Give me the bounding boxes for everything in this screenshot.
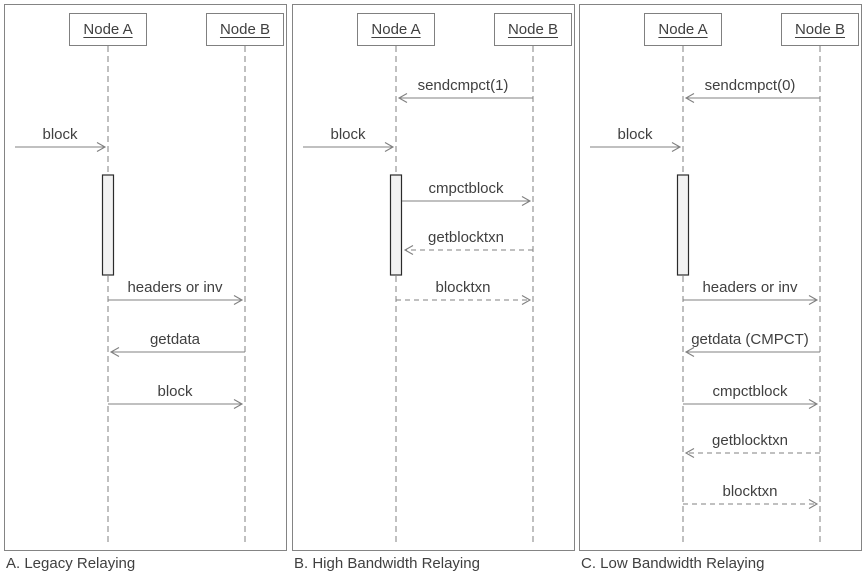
message-label: getdata (CMPCT) [691,331,809,348]
message-label: getdata [149,331,201,348]
node-label: Node A [83,21,133,38]
message-label: block [330,126,366,143]
panel-caption-b: B. High Bandwidth Relaying [294,555,480,572]
activation-bar [389,174,403,276]
node-label: Node A [658,21,708,38]
message-label: blocktxn [435,279,491,296]
node-label: Node B [219,21,271,38]
panel-high-bandwidth-relaying: Node A Node B sendcmpct(1) block cmpctbl… [292,4,575,551]
sequence-lines [590,46,821,542]
node-box-b: Node B [781,13,859,46]
message-label: cmpctblock [428,180,504,197]
panel-legacy-relaying: Node A Node B block headers or inv getda… [4,4,287,551]
node-box-a: Node A [357,13,435,46]
message-label: cmpctblock [712,383,788,400]
sequence-lines [303,46,534,542]
node-box-b: Node B [206,13,284,46]
node-box-b: Node B [494,13,572,46]
message-label: getblocktxn [428,229,504,246]
message-label: headers or inv [702,279,798,296]
panel-caption-a: A. Legacy Relaying [6,555,136,572]
message-label: sendcmpct(0) [704,77,796,94]
message-label: sendcmpct(1) [417,77,509,94]
message-label: headers or inv [127,279,223,296]
node-label: Node A [371,21,421,38]
message-label: block [617,126,653,143]
sequence-lines [15,46,246,542]
activation-bar [676,174,690,276]
node-label: Node B [794,21,846,38]
node-box-a: Node A [69,13,147,46]
node-box-a: Node A [644,13,722,46]
activation-bar [101,174,115,276]
panel-low-bandwidth-relaying: Node A Node B sendcmpct(0) block headers… [579,4,862,551]
message-label: block [42,126,78,143]
message-label: block [157,383,193,400]
panel-caption-c: C. Low Bandwidth Relaying [581,555,765,572]
message-label: getblocktxn [712,432,788,449]
node-label: Node B [507,21,559,38]
message-label: blocktxn [722,483,778,500]
